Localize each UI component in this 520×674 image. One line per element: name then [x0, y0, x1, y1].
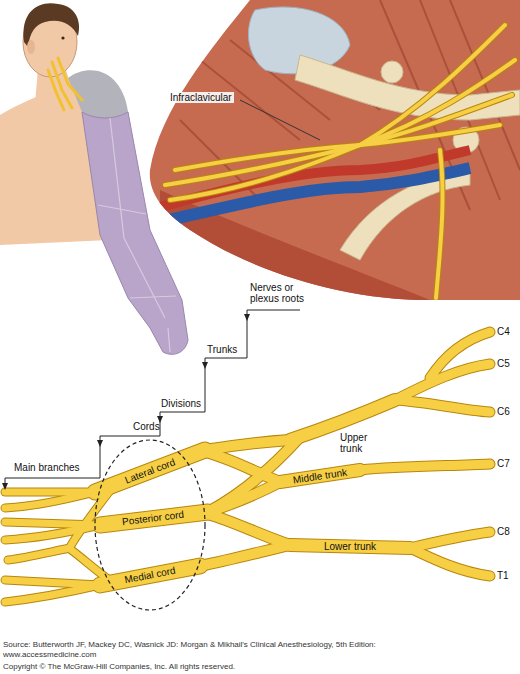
bracket-arrows: [2, 314, 250, 490]
leader-line: [240, 100, 320, 140]
trunk-label: Upper trunk: [340, 432, 380, 454]
nerve-division: [200, 437, 300, 566]
nerve-trunk: [280, 400, 410, 548]
trunk-label: Middle trunk: [292, 467, 347, 486]
anatomy-view: [140, 0, 520, 300]
arrowhead: [2, 483, 8, 490]
level-bracket: [5, 310, 300, 484]
root-label: C8: [497, 526, 510, 537]
neck-plexus: [48, 58, 82, 110]
cord-label: Posterior cord: [121, 509, 184, 528]
region-label: Infraclavicular: [168, 92, 234, 103]
cords-ellipse: [95, 440, 205, 610]
eye: [61, 36, 64, 39]
level-label: Main branches: [14, 462, 80, 473]
cord-label: Lateral cord: [123, 456, 176, 485]
cut-bone: [381, 61, 403, 83]
source-caption: Source: Butterworth JF, Mackey DC, Wasni…: [3, 640, 403, 660]
root-label: C5: [497, 358, 510, 369]
level-label: Trunks: [207, 344, 237, 355]
plexus-schematic: [2, 310, 490, 610]
brachial-nerve: [165, 25, 515, 298]
level-label: Nerves or plexus roots: [250, 282, 314, 304]
root-label: C4: [497, 326, 510, 337]
nerve-outline: [165, 25, 515, 298]
nerve-cord: [95, 450, 208, 585]
level-label: Cords: [133, 421, 160, 432]
nerve-outline: [360, 332, 490, 576]
arrowhead: [97, 440, 103, 447]
root-label: T1: [497, 570, 509, 581]
cord-label: Medial cord: [124, 565, 177, 586]
trunk-label: Lower trunk: [324, 541, 376, 552]
root-label: C7: [497, 458, 510, 469]
nerve-outline: [280, 400, 410, 548]
arrowhead: [202, 362, 208, 369]
level-label: Divisions: [161, 398, 201, 409]
copyright-note: Copyright © The McGraw-Hill Companies, I…: [3, 662, 235, 672]
nerve-outline: [200, 437, 300, 566]
ear: [27, 40, 35, 54]
arrowhead: [244, 314, 250, 321]
root-label: C6: [497, 406, 510, 417]
nerve-outline: [95, 450, 208, 585]
nerve-root: [360, 332, 490, 576]
muscle-ground: [140, 0, 520, 300]
